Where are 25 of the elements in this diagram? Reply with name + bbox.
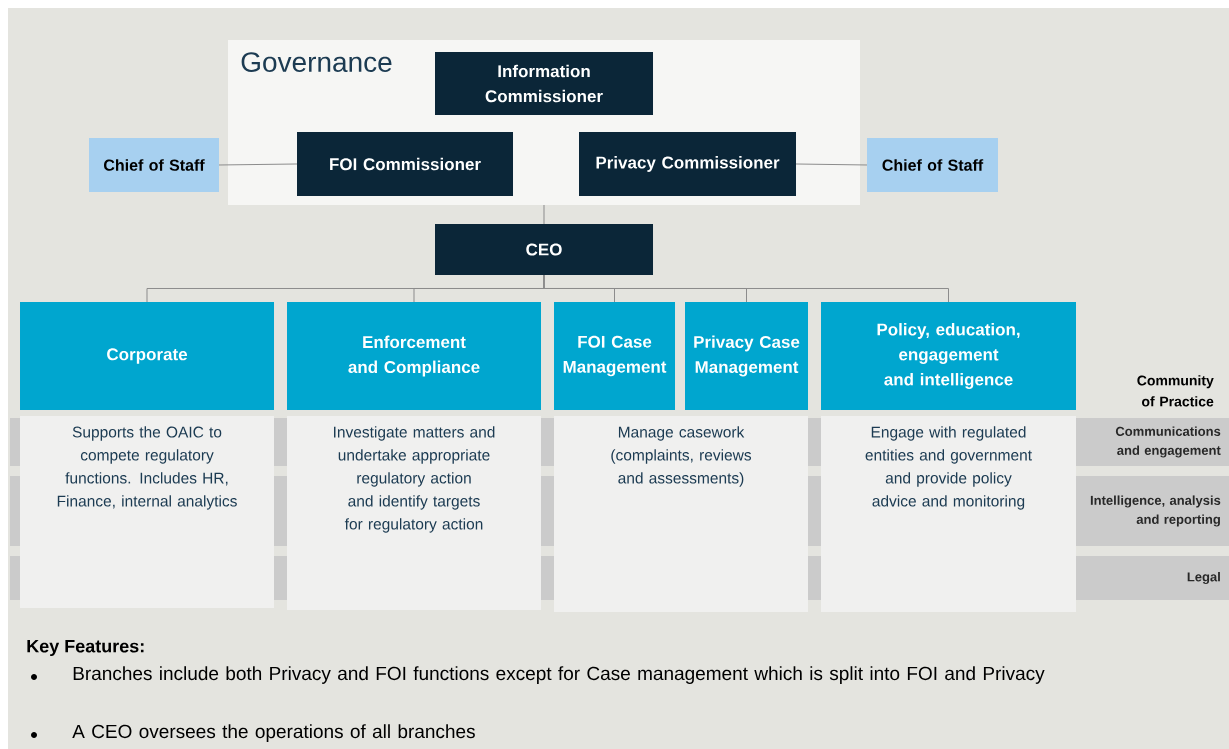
bullet-text: A CEO oversees the operations of all branches: [72, 724, 475, 742]
practice-row-label: Legal: [1080, 556, 1229, 600]
practice-row-label: Communications and engagement: [1080, 418, 1229, 466]
branch-box: Policy, education, engagement and intelligence: [821, 302, 1076, 410]
bullet-text: Branches include both Privacy and FOI functions except for Case management which is split into FOI and Privacy: [73, 666, 1045, 684]
branch-box: Enforcement and Compliance: [287, 302, 541, 410]
description-panel: Manage casework (complaints, reviews and assessments): [554, 416, 808, 612]
branch-box: Privacy Case Management: [685, 302, 808, 410]
connector-line: [218, 163, 298, 166]
connector-line: [543, 274, 949, 303]
branch-box: FOI Case Management: [554, 302, 675, 410]
connector-line: [795, 163, 868, 166]
commissioner-box: CEO: [435, 224, 653, 275]
chief-of-staff-box: Chief of Staff: [89, 138, 219, 192]
commissioner-box: FOI Commissioner: [297, 132, 513, 196]
description-panel: Supports the OAIC to compete regulatory functions. Includes HR, Finance, internal analytics: [20, 416, 274, 608]
connector-line: [543, 204, 545, 225]
chief-of-staff-box: Chief of Staff: [867, 138, 998, 192]
description-panel: Engage with regulated entities and government and provide policy advice and monitoring: [821, 416, 1076, 612]
description-panel: Investigate matters and undertake appropriate regulatory action and identify targets for regulatory action: [287, 416, 541, 610]
key-heading: Key Features:: [27, 639, 144, 657]
commissioner-box: Privacy Commissioner: [579, 132, 796, 196]
branch-box: Corporate: [20, 302, 274, 410]
practice-row-label: Intelligence, analysis and reporting: [1080, 476, 1229, 546]
commissioner-box: Information Commissioner: [435, 52, 653, 115]
